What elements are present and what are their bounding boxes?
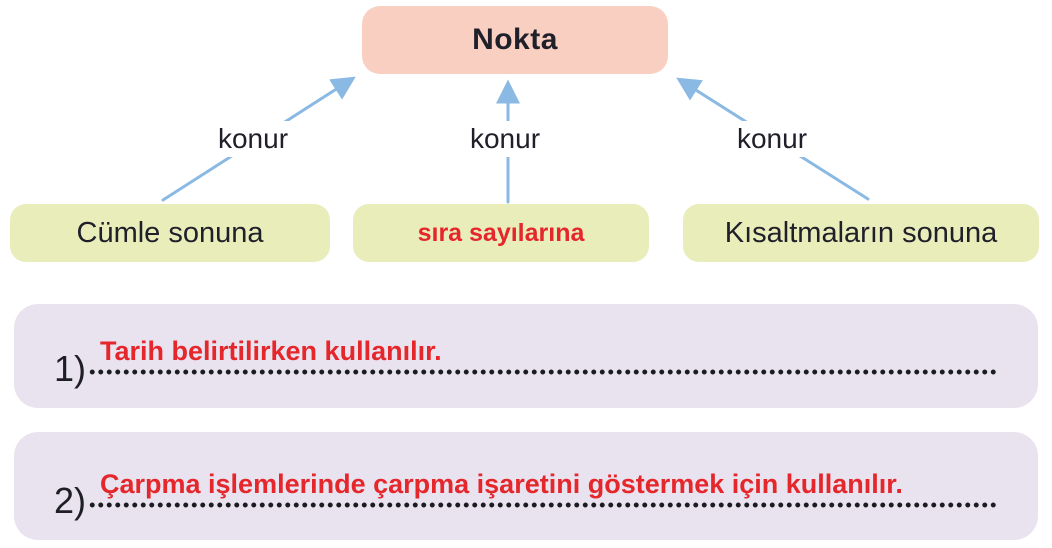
leaf-node-kisaltmalarin-sonuna: Kısaltmaların sonuna	[683, 204, 1039, 262]
dotted-line-1	[88, 368, 998, 376]
answer-text-1: Tarih belirtilirken kullanılır.	[100, 336, 442, 366]
answer-number-2: 2)	[54, 480, 87, 521]
leaf-node-cumle-sonuna: Cümle sonuna	[10, 204, 330, 262]
edge-label-konur-left: konur	[208, 121, 298, 157]
dotted-line-2	[88, 501, 998, 509]
edge-label-konur-middle: konur	[460, 121, 550, 157]
answer-box-2: 2) Çarpma işlemlerinde çarpma işaretini …	[14, 432, 1038, 540]
answer-box-1: 1) Tarih belirtilirken kullanılır.	[14, 304, 1038, 408]
leaf-node-sira-sayilarina: sıra sayılarına	[353, 204, 649, 262]
root-node-nokta: Nokta	[362, 6, 668, 74]
answer-number-1: 1)	[54, 348, 87, 389]
answer-text-2: Çarpma işlemlerinde çarpma işaretini gös…	[100, 469, 903, 499]
edge-label-konur-right: konur	[727, 121, 817, 157]
